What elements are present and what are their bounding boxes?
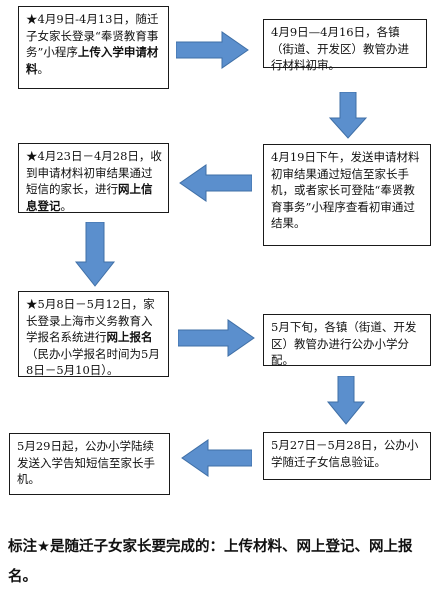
arrow-down-3 <box>326 376 366 425</box>
step-box-info-verification: 5月27日－5月28日，公办小学随迁子女信息验证。 <box>263 432 431 480</box>
step-text: ★4月9日-4月13日，随迁子女家长登录“奉贤教育事务”小程序 <box>26 12 159 59</box>
step-box-online-application: ★5月8日－5月12日，家长登录上海市义务教育入学报名系统进行网上报名 （民办小学… <box>18 291 169 377</box>
step-text: ★4月23日－4月28日，收到申请材料初审结果通过短信的家长，进行 <box>26 149 162 196</box>
step-box-online-registration: ★4月23日－4月28日，收到申请材料初审结果通过短信的家长，进行网上信息登记。 <box>18 143 169 213</box>
step-text: 5月27日－5月28日，公办小学随迁子女信息验证 <box>271 438 419 469</box>
arrow-down-1 <box>328 92 368 139</box>
step-text-end: 。 <box>60 198 73 213</box>
step-text: 5月29日起，公办小学陆续发送入学告知短信至家长手机。 <box>17 439 155 486</box>
step-text-end: 。 <box>374 454 387 469</box>
step-text-end: 。 <box>37 61 50 76</box>
step-box-review-result: 4月19日下午，发送申请材料初审结果通过短信至家长手机，或者家长可登陆“奉贤教育… <box>263 144 431 246</box>
arrow-left-1 <box>179 164 252 202</box>
footnote: 标注★是随迁子女家长要完成的：上传材料、网上登记、网上报名。 <box>8 539 413 585</box>
arrow-left-2 <box>181 439 252 477</box>
arrow-right-2 <box>178 319 255 357</box>
step-text: 4月9日—4月16日，各镇（街道、开发区）教管办进行材料初审。 <box>271 25 409 72</box>
step-highlight: 网上信息登记 <box>26 182 153 213</box>
step-text: ★5月8日－5月12日，家长登录上海市义务教育入学报名系统进行 <box>26 297 155 344</box>
step-highlight: 网上报名 <box>106 330 153 344</box>
step-box-admission-notice: 5月29日起，公办小学陆续发送入学告知短信至家长手机。 <box>9 433 170 495</box>
step-highlight: 上传入学申请材料 <box>26 45 159 76</box>
step-text: 4月19日下午，发送申请材料初审结果通过短信至家长手机，或者家长可登陆“奉贤教育… <box>271 150 420 230</box>
arrow-down-2 <box>74 222 116 287</box>
arrow-right-1 <box>176 31 249 69</box>
step-box-upload-materials: ★4月9日-4月13日，随迁子女家长登录“奉贤教育事务”小程序上传入学申请材料。 <box>18 6 169 89</box>
step-box-school-allocation: 5月下旬，各镇（街道、开发区）教管办进行公办小学分配。 <box>263 314 431 367</box>
step-text-end: （民办小学报名时间为5月8日－5月10日）。 <box>26 346 160 378</box>
step-box-initial-review: 4月9日—4月16日，各镇（街道、开发区）教管办进行材料初审。 <box>263 19 427 72</box>
step-text: 5月下旬，各镇（街道、开发区）教管办进行公办小学分配。 <box>271 320 417 367</box>
